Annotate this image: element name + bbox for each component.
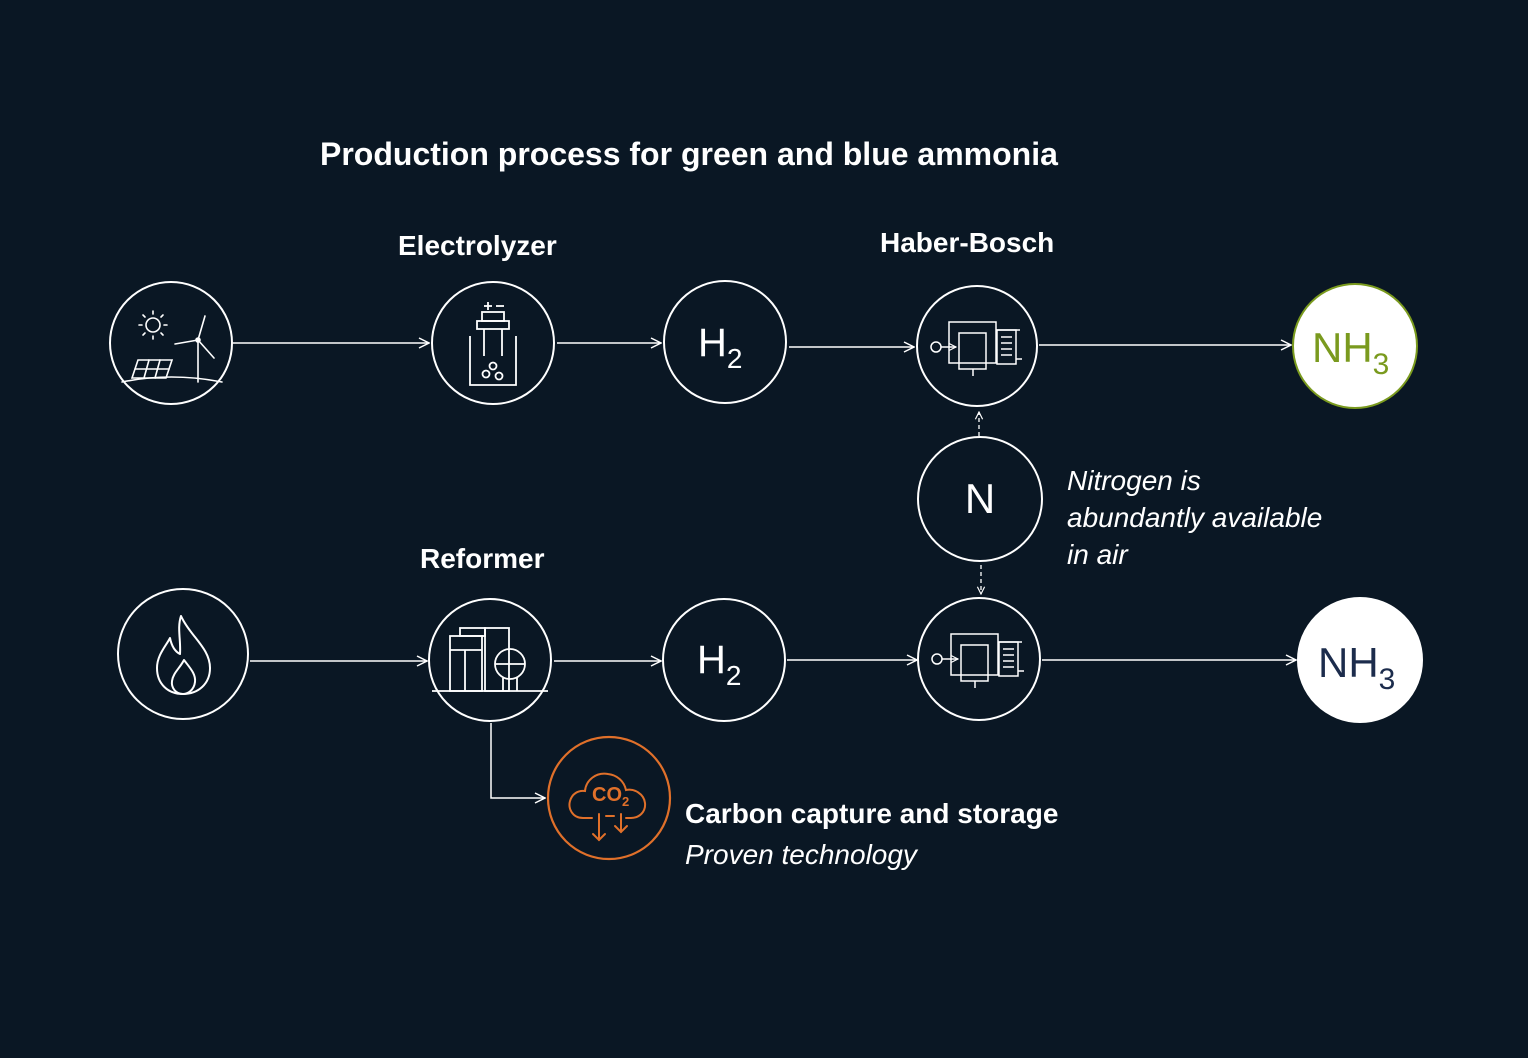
- electrolyzer-label: Electrolyzer: [398, 230, 557, 261]
- haber-bosch-node-top: [916, 285, 1038, 407]
- h2-label-bottom: H2: [697, 638, 741, 691]
- nitrogen-node: N: [917, 436, 1043, 562]
- sun-wind-solar-icon: [121, 310, 223, 383]
- green-ammonia-node: NH3: [1292, 283, 1418, 409]
- nitrogen-label: N: [965, 475, 995, 522]
- natural-gas-node: [117, 588, 249, 720]
- blue-ammonia-node: NH3: [1297, 597, 1423, 723]
- electrolyzer-node: [431, 281, 555, 405]
- h2-node-bottom: H2: [662, 598, 786, 722]
- ccs-subtitle: Proven technology: [685, 839, 917, 870]
- reactor-icon: [930, 321, 1022, 376]
- haber-bosch-label: Haber-Bosch: [880, 227, 1055, 258]
- co2-label: CO2: [592, 784, 629, 809]
- nh3-label-blue: NH3: [1318, 639, 1395, 696]
- reformer-label: Reformer: [420, 543, 545, 574]
- diagram-title: Production process for green and blue am…: [320, 136, 1058, 172]
- nitrogen-note: Nitrogen is abundantly available in air: [1067, 465, 1323, 570]
- nh3-label-green: NH3: [1312, 324, 1389, 381]
- ccs-title: Carbon capture and storage: [685, 798, 1059, 829]
- reactor-icon: [931, 633, 1024, 688]
- reformer-node: [428, 598, 552, 722]
- electrolyzer-icon: [469, 302, 517, 386]
- h2-node-top: H2: [663, 280, 787, 404]
- h2-label-top: H2: [698, 321, 742, 374]
- reformer-plant-icon: [432, 627, 548, 692]
- co2-cloud-storage-icon: [568, 772, 647, 842]
- ccs-node: CO2: [546, 735, 672, 861]
- renewables-node: [109, 281, 233, 405]
- arrow-reformer-to-ccs: [490, 723, 545, 798]
- haber-bosch-node-bottom: [917, 597, 1041, 721]
- flame-icon: [156, 615, 211, 695]
